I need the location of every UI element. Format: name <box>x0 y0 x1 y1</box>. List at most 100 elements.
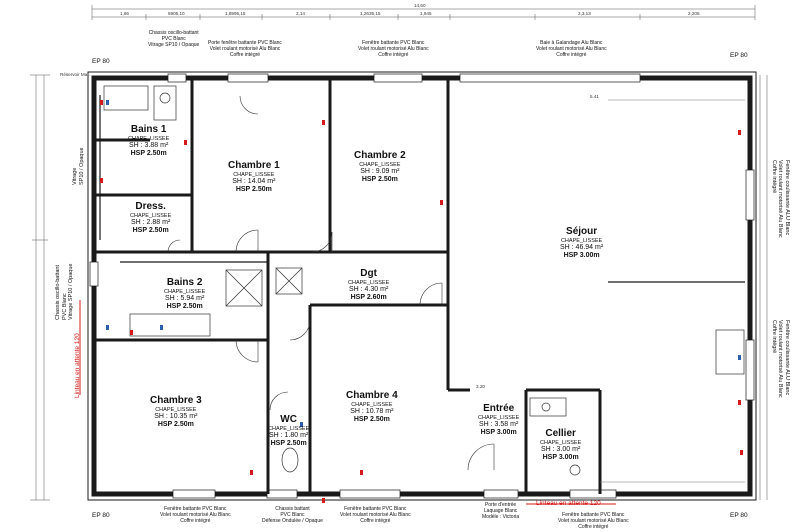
sejour-dim: 5.41 <box>590 94 599 99</box>
room-chambre1-chape: CHAPE_LISSEE <box>233 171 275 178</box>
room-bains1-sh: SH : 3.88 m² <box>128 141 169 149</box>
room-bains2-sh: SH : 5.94 m² <box>164 294 205 302</box>
opening-top-3-l3: Coffre intégré <box>378 52 409 58</box>
opening-bottom-3-l1: Fenêtre battante PVC Blanc <box>344 506 407 512</box>
room-dgt-sh: SH : 4.30 m² <box>348 285 389 293</box>
left-box: Vitrage SP10 / Opaque <box>72 147 85 185</box>
top-dim-total: 14,60 <box>414 3 426 8</box>
opening-bottom-3: Fenêtre battante PVC Blanc Volet roulant… <box>340 506 411 524</box>
room-chambre2-hsp: HSP 2.50m <box>361 175 398 183</box>
opening-top-1-l2: PVC Blanc <box>161 36 186 42</box>
room-sejour-hsp: HSP 3.00m <box>563 251 600 259</box>
entree-dim: 3.20 <box>476 384 485 389</box>
opening-right-1-l1: Fenêtre coulissante ALU Blanc <box>784 160 790 236</box>
opening-top-1-l3: Vitrage SP10 / Opaque <box>148 42 200 48</box>
opening-bottom-2-l1: Chassis battant <box>275 506 310 512</box>
room-entree-hsp: HSP 3.00m <box>480 428 517 436</box>
room-chambre3: Chambre 3 CHAPE_LISSEE SH : 10.35 m² HSP… <box>150 395 202 429</box>
fixtures <box>103 85 745 476</box>
ep-top-left: EP 80 <box>92 58 110 65</box>
room-cellier-name: Cellier <box>545 428 576 439</box>
opening-bottom-4-l3: Modèle : Victoria <box>482 514 520 520</box>
room-chambre2-sh: SH : 9.09 m² <box>360 167 400 175</box>
opening-bottom-1-l2: Volet roulant motorisé Alu Blanc <box>160 512 231 518</box>
room-chambre4-chape: CHAPE_LISSEE <box>351 401 393 408</box>
opening-bottom-5-l3: Coffre intégré <box>578 524 609 530</box>
room-entree-chape: CHAPE_LISSEE <box>478 414 520 421</box>
room-cellier-chape: CHAPE_LISSEE <box>540 439 582 446</box>
left-box-l2: SP10 / Opaque <box>78 147 85 185</box>
ep-top-right: EP 80 <box>730 52 748 59</box>
room-chambre4-hsp: HSP 2.50m <box>353 415 390 423</box>
top-dim-seg-8: 2,205 <box>688 11 700 16</box>
room-bains2: Bains 2 CHAPE_LISSEE SH : 5.94 m² HSP 2.… <box>164 277 205 311</box>
top-dim-seg-1: 1,66 <box>120 11 129 16</box>
opening-right-1: Fenêtre coulissante ALU Blanc Volet roul… <box>770 160 790 238</box>
room-bains1-hsp: HSP 2.50m <box>130 149 167 157</box>
top-dim-seg-3: 1,8995,15 <box>225 11 246 16</box>
room-chambre1-sh: SH : 14.04 m² <box>232 177 276 185</box>
opening-top-1-l1: Chassis oscillo-battant <box>148 30 199 36</box>
room-entree: Entrée CHAPE_LISSEE SH : 3.58 m² HSP 3.0… <box>478 403 519 437</box>
opening-bottom-2: Chassis battant PVC Blanc Défense Ondulé… <box>262 506 323 524</box>
door-swings <box>167 95 495 471</box>
room-cellier-hsp: HSP 3.00m <box>542 453 579 461</box>
opening-top-4: Baie à Galandage Alu Blanc Volet roulant… <box>536 40 607 58</box>
room-chambre4: Chambre 4 CHAPE_LISSEE SH : 10.78 m² HSP… <box>346 390 398 424</box>
room-chambre3-sh: SH : 10.35 m² <box>154 412 198 420</box>
room-bains1-chape: CHAPE_LISSEE <box>128 135 170 142</box>
room-dgt-hsp: HSP 2.60m <box>350 293 387 301</box>
top-dim-seg-5: 1,2635,15 <box>360 11 381 16</box>
room-dress: Dress. CHAPE_LISSEE SH : 2.88 m² HSP 2.5… <box>130 201 171 235</box>
opening-right-1-l3: Coffre intégré <box>770 160 777 194</box>
lintel-bottom-label: Linteau en attente 120 <box>536 500 601 507</box>
top-dim-seg-7: 2,3,13 <box>578 11 591 16</box>
opening-bottom-4: Porte d'entrée Laquage Blanc Modèle : Vi… <box>482 502 519 520</box>
top-dimension-lines <box>91 5 756 20</box>
room-bains2-name: Bains 2 <box>166 277 203 288</box>
room-dgt-chape: CHAPE_LISSEE <box>348 279 390 286</box>
room-dress-hsp: HSP 2.50m <box>132 226 169 234</box>
reservoir-label: Réservoir Mat. <box>60 72 90 77</box>
opening-top-4-l2: Volet roulant motorisé Alu Blanc <box>536 46 607 52</box>
room-entree-sh: SH : 3.58 m² <box>478 420 519 428</box>
electric-markers <box>100 100 743 503</box>
room-sejour-name: Séjour <box>566 226 598 237</box>
room-dgt-name: Dgt <box>360 268 377 279</box>
opening-top-2: Porte fenêtre battante PVC Blanc Volet r… <box>208 40 282 58</box>
opening-bottom-5: Fenêtre battante PVC Blanc Volet roulant… <box>558 512 629 530</box>
opening-top-2-l1: Porte fenêtre battante PVC Blanc <box>208 40 282 46</box>
opening-top-3-l1: Fenêtre battante PVC Blanc <box>362 40 425 46</box>
window-gaps <box>89 73 755 499</box>
opening-right-2-l3: Coffre intégré <box>770 320 777 354</box>
room-chambre1-name: Chambre 1 <box>228 160 280 171</box>
room-sejour-chape: CHAPE_LISSEE <box>560 237 603 244</box>
left-box-l1: Vitrage <box>72 167 78 185</box>
opening-right-2-l2: Volet roulant motorisé Alu Blanc <box>777 320 784 398</box>
room-dgt: Dgt CHAPE_LISSEE SH : 4.30 m² HSP 2.60m <box>348 268 389 302</box>
opening-bottom-3-l2: Volet roulant motorisé Alu Blanc <box>340 512 411 518</box>
interior-walls <box>94 78 602 494</box>
opening-top-4-l3: Coffre intégré <box>556 52 587 58</box>
right-dimension-lines <box>759 75 768 500</box>
room-chambre3-hsp: HSP 2.50m <box>157 420 194 428</box>
room-chambre2-name: Chambre 2 <box>354 150 406 161</box>
opening-top-3: Fenêtre battante PVC Blanc Volet roulant… <box>358 40 429 58</box>
room-bains1-name: Bains 1 <box>130 124 167 135</box>
room-chambre2: Chambre 2 CHAPE_LISSEE SH : 9.09 m² HSP … <box>354 150 406 184</box>
opening-bottom-1-l1: Fenêtre battante PVC Blanc <box>164 506 227 512</box>
left-dimension-lines <box>30 74 50 501</box>
opening-bottom-5-l2: Volet roulant motorisé Alu Blanc <box>558 518 629 524</box>
room-chambre3-chape: CHAPE_LISSEE <box>155 406 197 413</box>
opening-bottom-4-l1: Porte d'entrée <box>484 502 517 508</box>
room-bains2-chape: CHAPE_LISSEE <box>164 288 206 295</box>
room-entree-name: Entrée <box>483 403 515 414</box>
room-chambre4-sh: SH : 10.78 m² <box>350 407 394 415</box>
top-dim-seg-4: 2,14 <box>296 11 305 16</box>
room-chambre1: Chambre 1 CHAPE_LISSEE SH : 14.04 m² HSP… <box>228 160 280 194</box>
room-cellier: Cellier CHAPE_LISSEE SH : 3.00 m² HSP 3.… <box>540 428 581 462</box>
opening-top-3-l2: Volet roulant motorisé Alu Blanc <box>358 46 429 52</box>
opening-bottom-3-l3: Coffre intégré <box>360 518 391 524</box>
room-dress-sh: SH : 2.88 m² <box>130 218 171 226</box>
